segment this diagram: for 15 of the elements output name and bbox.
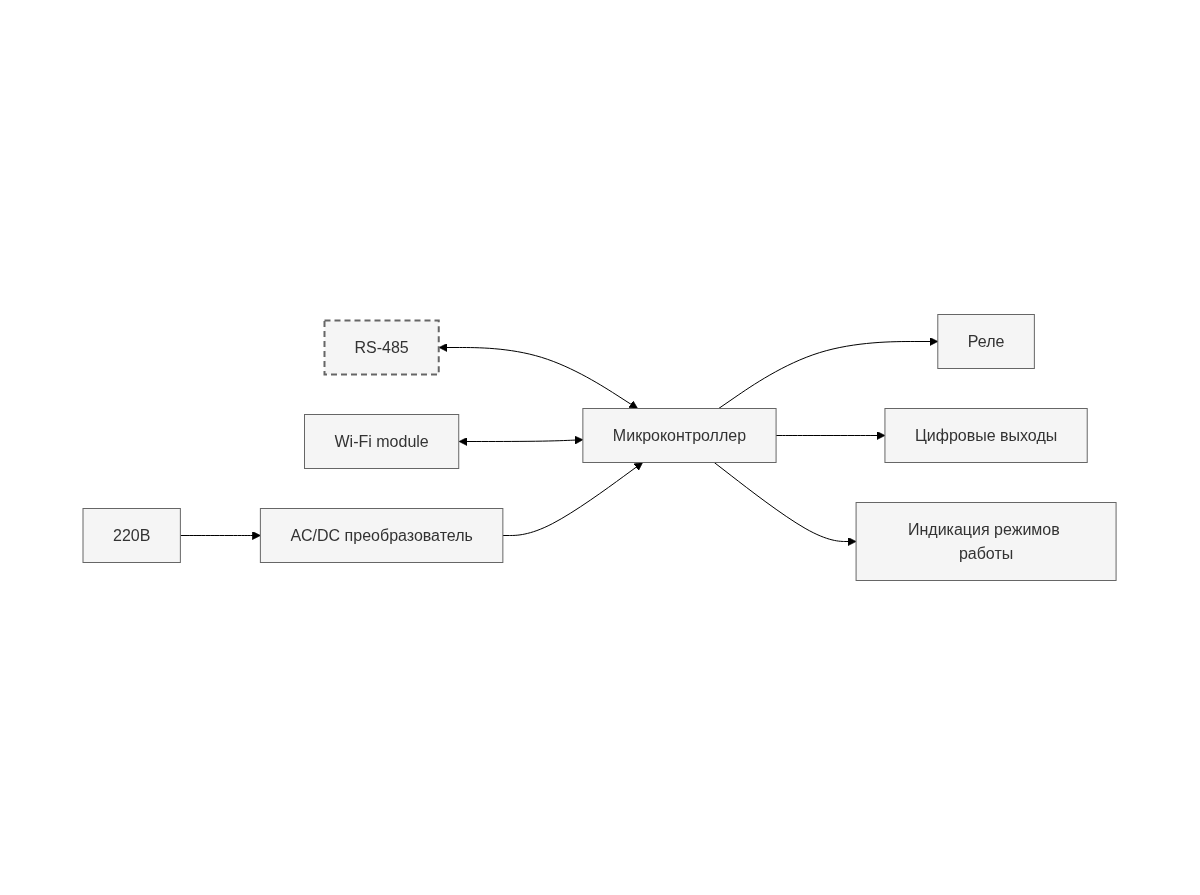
node-box: Индикация режимов работы (856, 502, 1118, 581)
arrow (439, 343, 639, 409)
arrow (180, 531, 262, 540)
arrow (714, 462, 857, 546)
node-box: Wi-Fi module (304, 414, 460, 469)
arrow (718, 337, 939, 409)
node-box: Микроконтроллер (582, 408, 778, 463)
node-box: Реле (937, 314, 1036, 369)
node-box: RS-485 (323, 319, 441, 376)
node-box: Цифровые выходы (884, 408, 1089, 463)
node-box: AC/DC преобразователь (260, 508, 504, 563)
arrow (776, 431, 886, 440)
node-box: 220В (82, 508, 182, 563)
arrow (459, 435, 584, 446)
arrow (502, 462, 644, 536)
